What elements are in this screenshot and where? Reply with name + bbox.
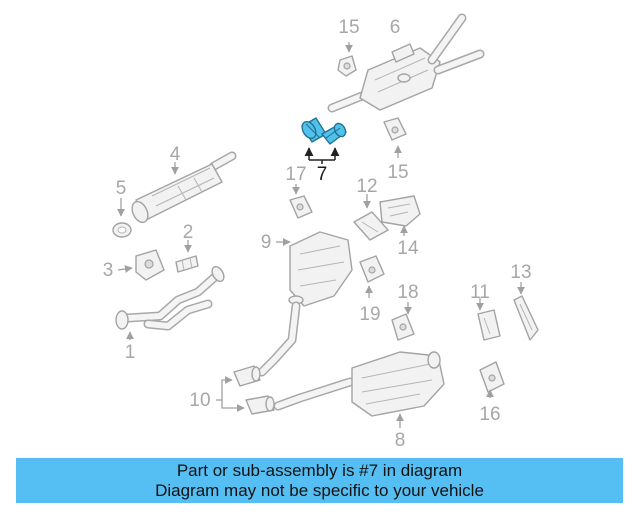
callout-14: 14 (397, 238, 419, 259)
part-3-mount[interactable] (117, 249, 165, 281)
callout-10: 10 (189, 390, 210, 411)
part-7-clamp-right[interactable] (321, 121, 348, 145)
callout-15-right: 15 (387, 162, 408, 183)
callout-6: 6 (390, 17, 401, 38)
callout-7-leaders (304, 147, 340, 164)
callout-19: 19 (359, 304, 380, 325)
callout-3: 3 (103, 260, 114, 281)
part-13-heat-shield[interactable] (513, 282, 539, 341)
part-15-right-hanger[interactable] (383, 117, 407, 158)
part-16-hanger[interactable] (479, 361, 505, 398)
callout-18: 18 (397, 282, 418, 303)
part-9-center-muffler[interactable] (257, 231, 353, 377)
callout-10-leaders (216, 376, 245, 412)
callout-11: 11 (470, 282, 490, 303)
banner-line-2: Diagram may not be specific to your vehi… (155, 480, 484, 500)
callout-2: 2 (183, 222, 194, 243)
part-4-catalytic-converter[interactable] (129, 151, 237, 225)
part-8-rear-muffler[interactable] (273, 351, 445, 428)
callout-13: 13 (510, 262, 531, 283)
part-11-bracket[interactable] (476, 298, 501, 341)
callout-9: 9 (261, 232, 272, 253)
part-18-hanger[interactable] (391, 302, 415, 341)
part-2-bracket[interactable] (175, 240, 199, 273)
callout-1: 1 (125, 342, 136, 363)
info-banner: Part or sub-assembly is #7 in diagram Di… (16, 458, 623, 503)
part-1-downpipe[interactable] (115, 265, 226, 340)
exhaust-system-diagram: 15 6 7 15 4 5 17 12 2 9 14 3 13 18 11 19… (103, 13, 539, 451)
callout-5: 5 (116, 178, 127, 199)
part-19-bracket[interactable] (359, 255, 385, 298)
part-10-clamp-lower[interactable] (245, 395, 275, 415)
callout-12: 12 (356, 176, 377, 197)
banner-line-1: Part or sub-assembly is #7 in diagram (176, 460, 463, 480)
part-15-top-hanger[interactable] (337, 42, 357, 77)
part-5-gasket[interactable] (112, 198, 132, 238)
part-6-front-pipe[interactable] (327, 13, 485, 113)
part-10-clamp-upper[interactable] (233, 365, 261, 387)
callout-16: 16 (479, 404, 500, 425)
callout-15-top: 15 (338, 17, 359, 38)
callout-8: 8 (395, 430, 406, 451)
callout-7: 7 (317, 164, 328, 185)
callout-4: 4 (170, 144, 181, 165)
part-12-heat-shield[interactable] (353, 194, 389, 241)
callout-17: 17 (285, 164, 306, 185)
part-14-heat-shield[interactable] (379, 195, 421, 236)
part-7-clamp-left[interactable] (299, 117, 327, 143)
part-17-hanger[interactable] (289, 184, 313, 219)
